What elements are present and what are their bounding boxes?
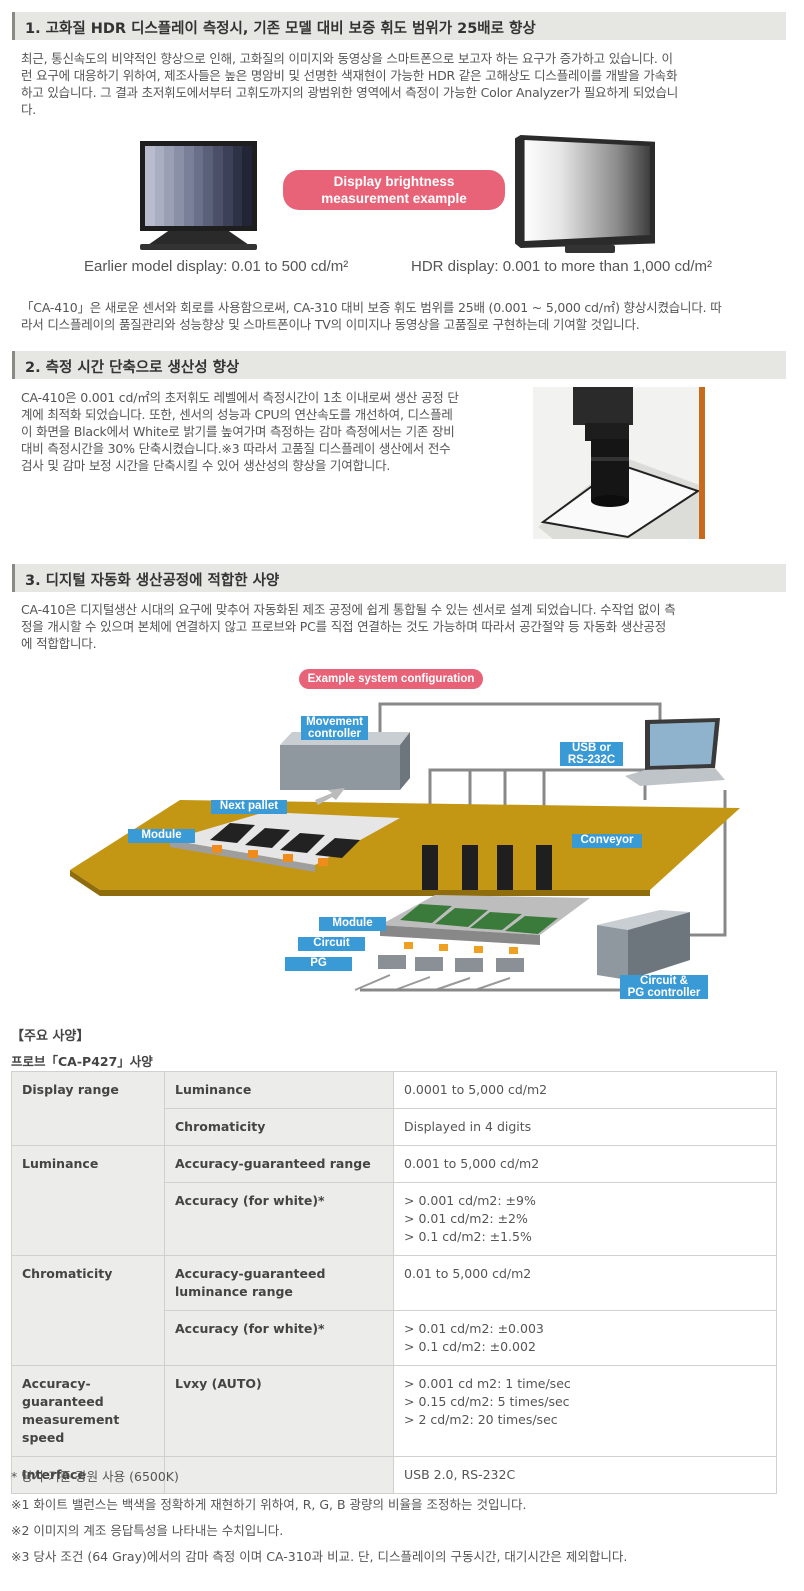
section-1-intro: 최근, 통신속도의 비약적인 향상으로 인해, 고화질의 이미지와 동영상을 스…: [21, 50, 781, 118]
label-movement-controller: Movement controller: [301, 716, 368, 740]
probe-camera-photo: [533, 387, 705, 539]
cell-empty: [164, 1456, 394, 1494]
table-row: Chromaticity Accuracy-guaranteed luminan…: [11, 1255, 777, 1366]
text-line: 라서 디스플레이의 품질관리와 성능향상 및 스마트폰이나 TV의 이미지나 동…: [21, 317, 640, 332]
section-2-title: 2. 측정 시간 단축으로 생산성 향상: [25, 360, 240, 376]
cell-label: Luminance: [164, 1071, 394, 1109]
section-1-summary: 「CA-410」은 새로운 센서와 회로를 사용함으로써, CA-310 대비 …: [21, 299, 781, 333]
cell-value-list: > 0.001 cd/m2: ±9% > 0.01 cd/m2: ±2% > 0…: [393, 1182, 777, 1256]
table-row: Accuracy-guaranteed measurement speed Lv…: [11, 1365, 777, 1457]
table-row: Display range Luminance 0.0001 to 5,000 …: [11, 1071, 777, 1146]
cell-label: Chromaticity: [164, 1108, 394, 1146]
footnote: ※3 당사 조건 (64 Gray)에서의 감마 측정 이며 CA-310과 비…: [11, 1549, 628, 1564]
spec-table: Display range Luminance 0.0001 to 5,000 …: [11, 1071, 777, 1494]
cell-value: Displayed in 4 digits: [393, 1108, 777, 1146]
section-3-header: 3. 디지털 자동화 생산공정에 적합한 사양: [12, 564, 786, 592]
cell-value: 0.01 to 5,000 cd/m2: [393, 1255, 777, 1311]
hdr-display-image: [515, 135, 655, 255]
brightness-example-pill: Display brightness measurement example: [283, 170, 505, 210]
text-line: 하고 있습니다. 그 결과 초저휘도에서부터 고휘도까지의 광범위한 영역에서 …: [21, 85, 679, 100]
cell-label: Accuracy (for white)*: [164, 1182, 394, 1256]
earlier-display-image: [140, 141, 257, 253]
footnote: ※1 화이트 밸런스는 백색을 정확하게 재현하기 위하여, R, G, B 광…: [11, 1497, 527, 1512]
cell-value: 0.0001 to 5,000 cd/m2: [393, 1071, 777, 1109]
label-pg: PG: [285, 957, 352, 971]
section-3-title: 3. 디지털 자동화 생산공정에 적합한 사양: [25, 573, 280, 589]
table-row: Accuracy (for white)* > 0.01 cd/m2: ±0.0…: [12, 1310, 777, 1366]
footnote: * 당사 기준 광원 사용 (6500K): [11, 1469, 179, 1484]
cell-value: USB 2.0, RS-232C: [393, 1456, 777, 1494]
cell-value: 0.001 to 5,000 cd/m2: [393, 1145, 777, 1183]
text-line: CA-410은 0.001 cd/㎡의 초저휘도 레벨에서 측정시간이 1초 이…: [21, 390, 459, 405]
row-header-interface: Interface: [11, 1456, 165, 1494]
label-usb-rs232c: USB or RS-232C: [560, 742, 623, 766]
system-config-diagram: [70, 702, 740, 992]
specs-heading: 【주요 사양】: [11, 1029, 90, 1044]
text-line: 「CA-410」은 새로운 센서와 회로를 사용함으로써, CA-310 대비 …: [21, 300, 722, 315]
row-header-luminance: Luminance: [11, 1145, 165, 1256]
label-module-pallet: Module: [128, 829, 195, 843]
row-header-chromaticity: Chromaticity: [11, 1255, 165, 1366]
caption-earlier-display: Earlier model display: 0.01 to 500 cd/m²: [84, 258, 349, 275]
text-line: 런 요구에 대응하기 위하여, 제조사들은 높은 명암비 및 선명한 색재현이 …: [21, 68, 678, 83]
section-2-body: CA-410은 0.001 cd/㎡의 초저휘도 레벨에서 측정시간이 1초 이…: [21, 389, 521, 474]
table-row: Interface USB 2.0, RS-232C: [11, 1456, 777, 1494]
text-line: 이 화면을 Black에서 White로 밝기를 높여가며 측정하는 감마 측정…: [21, 424, 455, 439]
row-header-speed: Accuracy-guaranteed measurement speed: [11, 1365, 165, 1457]
cell-value-list: > 0.01 cd/m2: ±0.003 > 0.1 cd/m2: ±0.002: [393, 1310, 777, 1366]
label-module: Module: [319, 917, 386, 931]
text-line: CA-410은 디지털생산 시대의 요구에 맞추어 자동화된 제조 공정에 쉽게…: [21, 602, 676, 617]
label-conveyor: Conveyor: [572, 834, 642, 848]
cell-label: Accuracy-guaranteed range: [164, 1145, 394, 1183]
cell-label: Accuracy-guaranteed luminance range: [164, 1255, 394, 1311]
specs-subheading: 프로브「CA-P427」사양: [11, 1054, 153, 1069]
text-line: 다.: [21, 102, 37, 117]
cell-value-list: > 0.001 cd m2: 1 time/sec > 0.15 cd/m2: …: [393, 1365, 777, 1457]
text-line: 에 적합합니다.: [21, 636, 97, 651]
cell-label: Accuracy (for white)*: [164, 1310, 394, 1366]
cell-label: Lvxy (AUTO): [164, 1365, 394, 1457]
label-next-pallet: Next pallet: [211, 800, 287, 814]
text-line: 대비 측정시간을 30% 단축시켰습니다.※3 따라서 고품질 디스플레이 생산…: [21, 441, 451, 456]
row-header-display-range: Display range: [11, 1071, 165, 1146]
text-line: 정을 개시할 수 있으며 본체에 연결하지 않고 프로브와 PC를 직접 연결하…: [21, 619, 667, 634]
footnote: ※2 이미지의 계조 응답특성을 나타내는 수치입니다.: [11, 1523, 284, 1538]
label-circuit-pg-controller: Circuit & PG controller: [620, 975, 708, 999]
text-line: 검사 및 감마 보정 시간을 단축시킬 수 있어 생산성의 향상을 기여합니다.: [21, 458, 391, 473]
label-circuit: Circuit: [298, 937, 365, 951]
section-1-header: 1. 고화질 HDR 디스플레이 측정시, 기존 모델 대비 보증 휘도 범위가…: [12, 12, 786, 40]
section-1-title: 1. 고화질 HDR 디스플레이 측정시, 기존 모델 대비 보증 휘도 범위가…: [25, 21, 536, 37]
text-line: 최근, 통신속도의 비약적인 향상으로 인해, 고화질의 이미지와 동영상을 스…: [21, 51, 673, 66]
text-line: 계에 최적화 되었습니다. 또한, 센서의 성능과 CPU의 연산속도를 개선하…: [21, 407, 453, 422]
system-config-pill: Example system configuration: [299, 669, 483, 689]
section-3-body: CA-410은 디지털생산 시대의 요구에 맞추어 자동화된 제조 공정에 쉽게…: [21, 601, 781, 652]
section-2-header: 2. 측정 시간 단축으로 생산성 향상: [12, 351, 786, 379]
caption-hdr-display: HDR display: 0.001 to more than 1,000 cd…: [411, 258, 712, 275]
table-row: Luminance Accuracy-guaranteed range 0.00…: [11, 1145, 777, 1256]
